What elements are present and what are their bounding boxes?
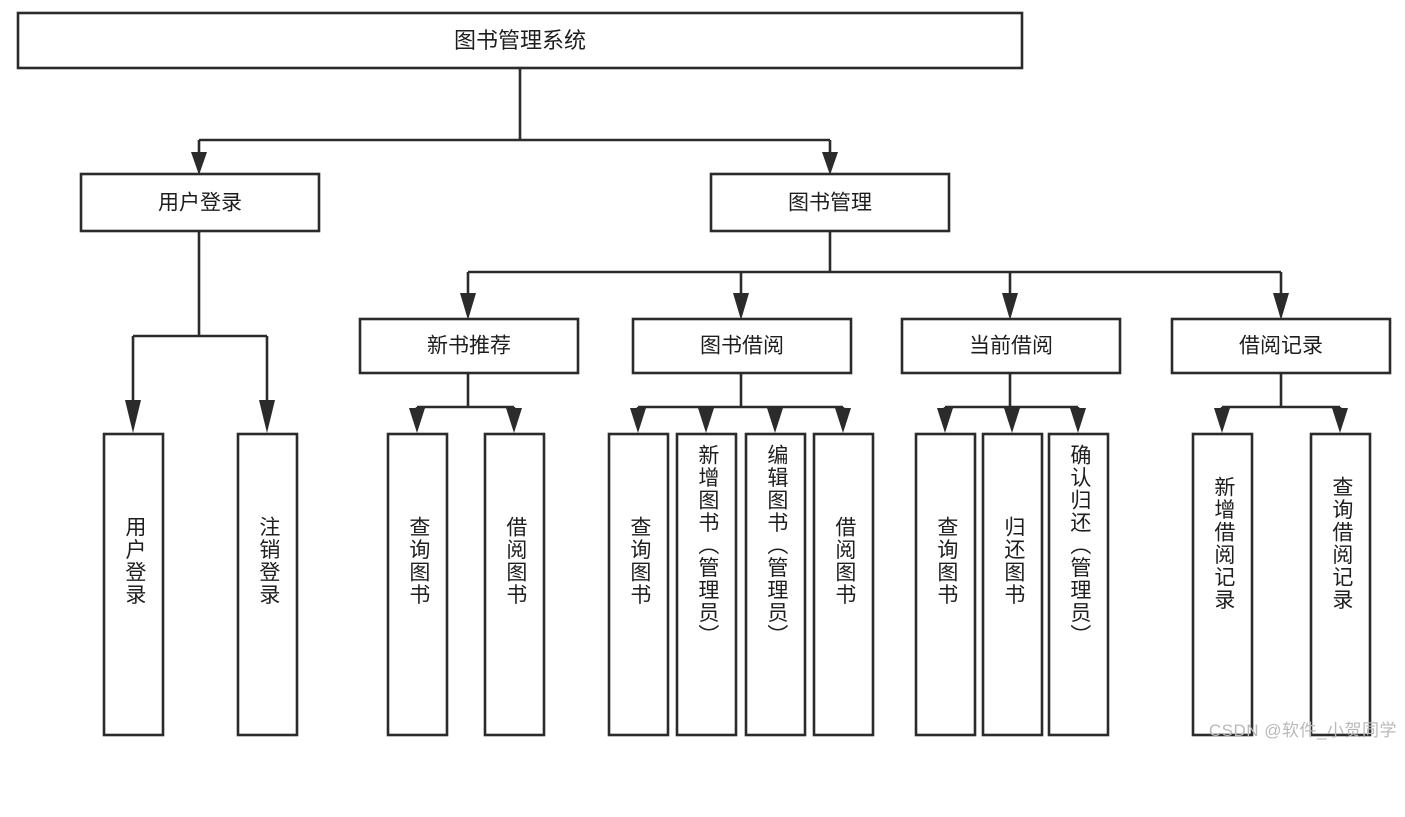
arrow-head-borrow-add xyxy=(698,408,714,433)
node-current-borrow[interactable]: 当前借阅 xyxy=(900,317,1122,375)
node-new-book-recommend[interactable]: 新书推荐 xyxy=(358,317,580,375)
connector-group-current xyxy=(937,373,1086,433)
leaf-box-br-add-record[interactable] xyxy=(1191,432,1254,737)
leaf-box-user-login[interactable] xyxy=(102,432,165,737)
tree-diagram-svg: 图书管理系统 用户登录 图书管理 新书推荐 图书借阅 当前借阅 借阅记录 xyxy=(16,11,1392,737)
leaf-box-bb-query-book[interactable] xyxy=(607,432,670,737)
connector-group-root xyxy=(191,68,838,175)
arrow-head-new-book-query xyxy=(409,408,425,433)
node-new-book-recommend-box[interactable] xyxy=(358,317,580,375)
connector-group-new-book xyxy=(409,373,522,433)
leaf-box-nb-query-book[interactable] xyxy=(386,432,449,737)
connector-group-record xyxy=(1214,373,1348,433)
connector-group-borrow xyxy=(630,373,851,433)
node-current-borrow-box[interactable] xyxy=(900,317,1122,375)
node-current-borrow-label: 当前借阅 xyxy=(969,335,1053,358)
leaf-box-bb-add-book[interactable] xyxy=(675,432,738,737)
leaf-box-br-query-record[interactable] xyxy=(1309,432,1372,737)
node-book-borrow[interactable]: 图书借阅 xyxy=(631,317,853,375)
arrow-head-current xyxy=(1002,293,1018,320)
leaf-box-cb-query-book[interactable] xyxy=(914,432,977,737)
node-root[interactable]: 图书管理系统 xyxy=(16,11,1024,70)
arrow-head-borrow-lend xyxy=(835,408,851,433)
node-root-box[interactable] xyxy=(16,11,1024,70)
node-user-login[interactable]: 用户登录 xyxy=(79,172,321,233)
arrow-head-borrow-edit xyxy=(767,408,783,433)
node-user-login-label: 用户登录 xyxy=(158,192,242,215)
arrow-head-new-book xyxy=(460,293,476,320)
leaf-box-bb-lend-book[interactable] xyxy=(812,432,875,737)
arrow-head-borrow-query xyxy=(630,408,646,433)
leaf-box-cb-return-book[interactable] xyxy=(981,432,1044,737)
connector-group-book-mgmt xyxy=(460,231,1289,320)
leaf-box-cb-confirm-return[interactable] xyxy=(1047,432,1110,737)
diagram-canvas: 图书管理系统 用户登录 图书管理 新书推荐 图书借阅 当前借阅 借阅记录 xyxy=(16,11,1397,740)
node-user-login-box[interactable] xyxy=(79,172,321,233)
arrow-head-new-book-borrow xyxy=(506,408,522,433)
arrow-head-record-query xyxy=(1332,408,1348,433)
node-book-management-box[interactable] xyxy=(709,172,951,233)
node-borrow-record[interactable]: 借阅记录 xyxy=(1170,317,1392,375)
arrow-head-record-add xyxy=(1214,408,1230,433)
node-book-management-label: 图书管理 xyxy=(788,192,872,215)
arrow-head-book-mgmt xyxy=(822,152,838,175)
node-book-borrow-label: 图书借阅 xyxy=(700,335,784,358)
arrow-head-leaf-logout xyxy=(259,400,275,433)
arrow-head-leaf-user-login xyxy=(125,400,141,433)
node-borrow-record-label: 借阅记录 xyxy=(1239,335,1323,358)
arrow-head-user-login xyxy=(191,152,207,175)
node-book-management[interactable]: 图书管理 xyxy=(709,172,951,233)
node-root-label: 图书管理系统 xyxy=(454,28,586,53)
arrow-head-record xyxy=(1273,293,1289,320)
node-borrow-record-box[interactable] xyxy=(1170,317,1392,375)
watermark-text: CSDN @软件_小贺同学 xyxy=(1208,721,1397,740)
leaf-box-bb-edit-book[interactable] xyxy=(744,432,807,737)
arrow-head-current-confirm xyxy=(1070,408,1086,433)
connector-group-user-login xyxy=(125,231,275,433)
arrow-head-borrow xyxy=(733,293,749,320)
leaf-box-nb-borrow-book[interactable] xyxy=(483,432,546,737)
leaf-box-logout[interactable] xyxy=(236,432,299,737)
arrow-head-current-query xyxy=(937,408,953,433)
node-new-book-recommend-label: 新书推荐 xyxy=(427,335,511,358)
arrow-head-current-return xyxy=(1004,408,1020,433)
node-book-borrow-box[interactable] xyxy=(631,317,853,375)
